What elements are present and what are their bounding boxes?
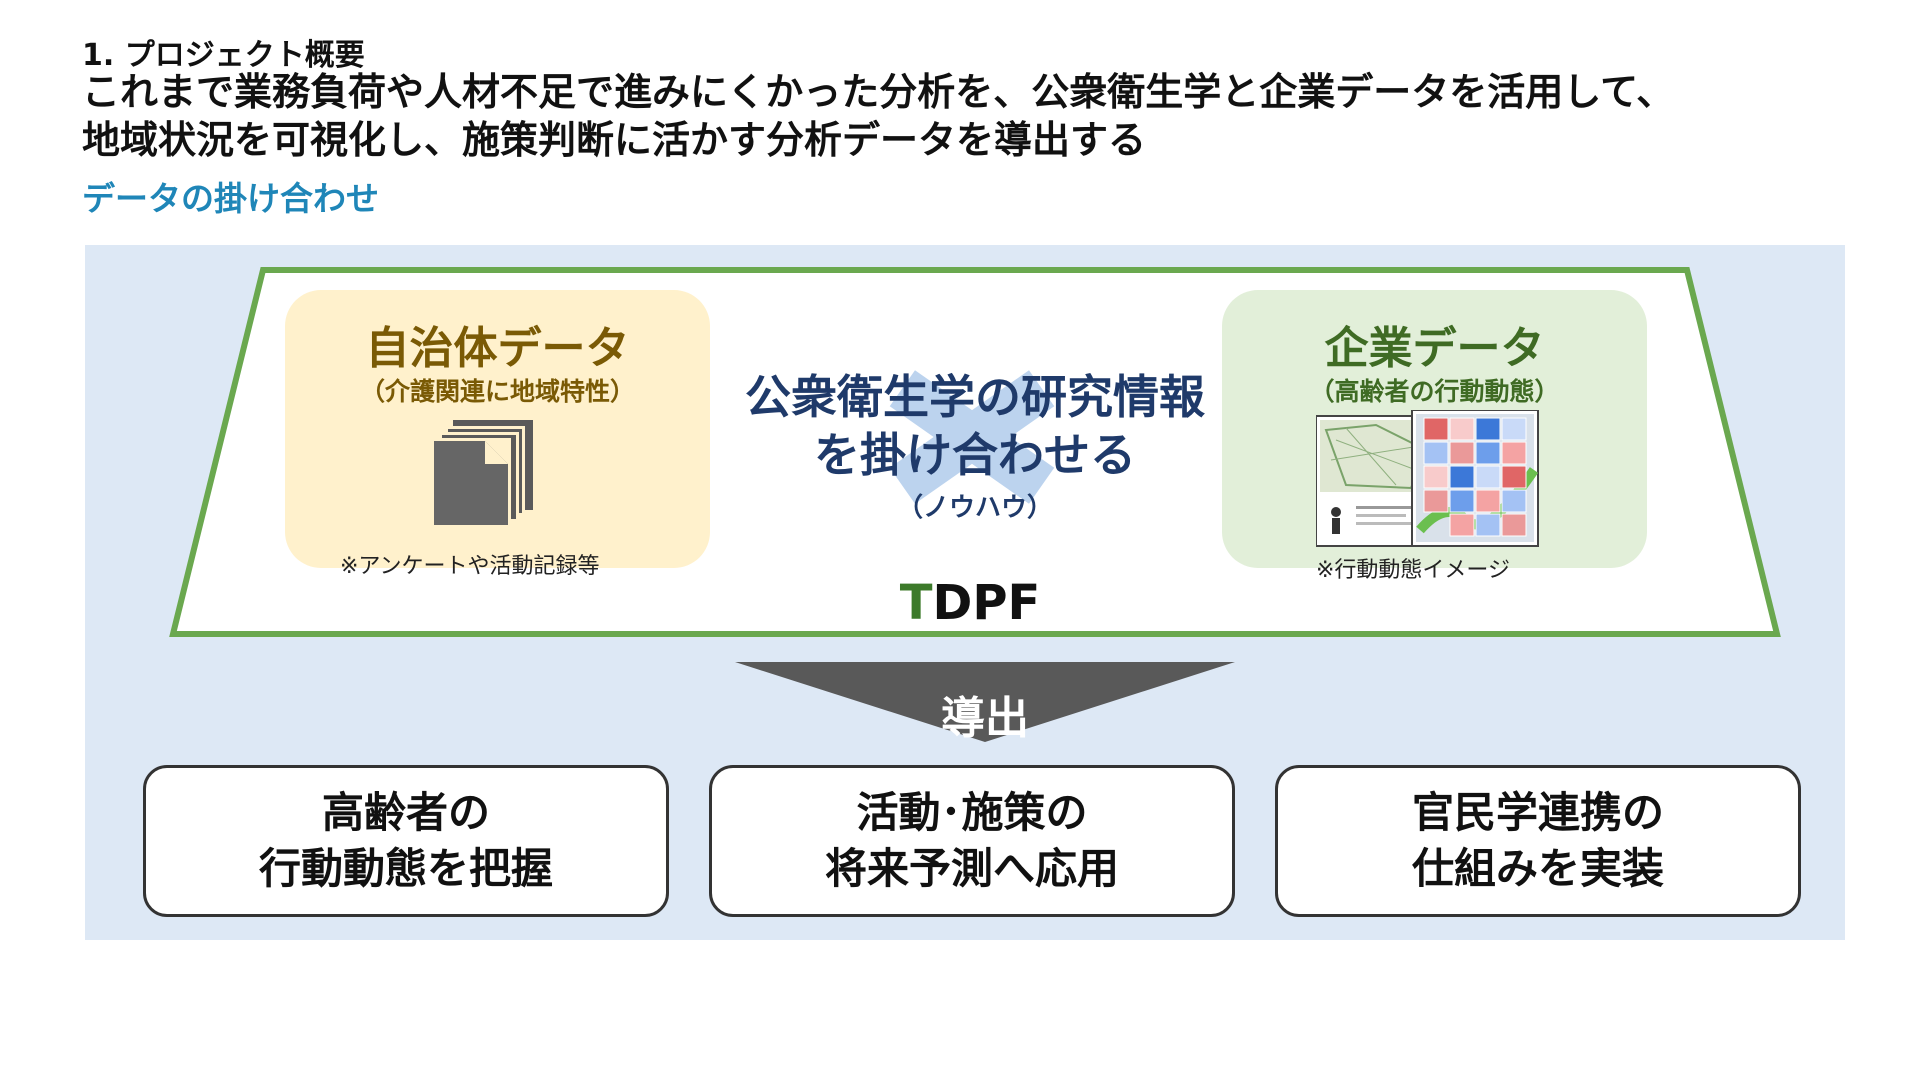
outcome-line: 将来予測へ応用 [824, 844, 1119, 893]
tdpf-label: TDPF [820, 575, 1120, 631]
outcome-line: 高齢者の [321, 788, 490, 837]
heatmap-cell [1501, 513, 1527, 537]
heatmap-cell [1449, 465, 1475, 489]
outcome-line: 官民学連携の [1411, 788, 1664, 837]
heatmap-cell [1449, 417, 1475, 441]
municipal-data-title: 自治体データ [365, 323, 630, 374]
heatmap-cell [1501, 441, 1527, 465]
heatmap-cell [1501, 417, 1527, 441]
tdpf-label-t: T [899, 575, 933, 631]
headline: これまで業務負荷や人材不足で進みにくかった分析を、公衆衛生学と企業データを活用し… [82, 68, 1862, 164]
heatmap-cell [1475, 441, 1501, 465]
heatmap-grid [1423, 417, 1527, 537]
research-info-text: 公衆衛生学の研究情報 を掛け合わせる [700, 368, 1250, 484]
heatmap-cell [1475, 513, 1501, 537]
corporate-data-note: ※行動動態イメージ [1316, 558, 1510, 583]
heatmap-cell [1449, 489, 1475, 513]
outcome-box-collaboration: 官民学連携の 仕組みを実装 [1275, 765, 1801, 917]
knowhow-note: （ノウハウ） [896, 493, 1053, 523]
heatmap-cell [1475, 417, 1501, 441]
municipal-data-note: ※アンケートや活動記録等 [340, 554, 600, 579]
documents-icon [431, 420, 533, 528]
subheading: データの掛け合わせ [82, 179, 379, 218]
research-info-line-1: 公衆衛生学の研究情報 [745, 370, 1205, 424]
research-info-line-2: を掛け合わせる [814, 428, 1136, 482]
heatmap-cell [1449, 513, 1475, 537]
derive-arrow [735, 662, 1235, 742]
heatmap-cell [1501, 489, 1527, 513]
heatmap-cell [1423, 441, 1449, 465]
outcome-box-behavior: 高齢者の 行動動態を把握 [143, 765, 669, 917]
heatmap-cell [1475, 465, 1501, 489]
outcome-line: 行動動態を把握 [258, 844, 553, 893]
heatmap-cell [1423, 465, 1449, 489]
headline-line-2: 地域状況を可視化し、施策判断に活かす分析データを導出する [82, 118, 1147, 162]
heatmap-cell [1423, 489, 1449, 513]
heatmap-cell [1501, 465, 1527, 489]
headline-line-1: これまで業務負荷や人材不足で進みにくかった分析を、公衆衛生学と企業データを活用し… [82, 70, 1675, 114]
municipal-data-card: 自治体データ （介護関連に地域特性） [285, 290, 710, 568]
outcome-line: 仕組みを実装 [1411, 844, 1664, 893]
heatmap-cell [1449, 441, 1475, 465]
heatmap-cell [1423, 417, 1449, 441]
cross-icon [889, 370, 1055, 504]
outcome-line: 活動･施策の [856, 788, 1088, 837]
tdpf-label-rest: DPF [932, 575, 1041, 631]
section-label: 1. プロジェクト概要 [82, 38, 365, 73]
corporate-data-title: 企業データ [1324, 323, 1545, 374]
outcome-box-forecast: 活動･施策の 将来予測へ応用 [709, 765, 1235, 917]
heatmap-cell [1475, 489, 1501, 513]
map-heatmap-image [1316, 410, 1539, 547]
municipal-data-subtitle: （介護関連に地域特性） [359, 377, 635, 406]
corporate-data-card: 企業データ （高齢者の行動動態） [1222, 290, 1647, 568]
corporate-data-subtitle: （高齢者の行動動態） [1309, 377, 1560, 406]
derive-label: 導出 [941, 693, 1029, 744]
